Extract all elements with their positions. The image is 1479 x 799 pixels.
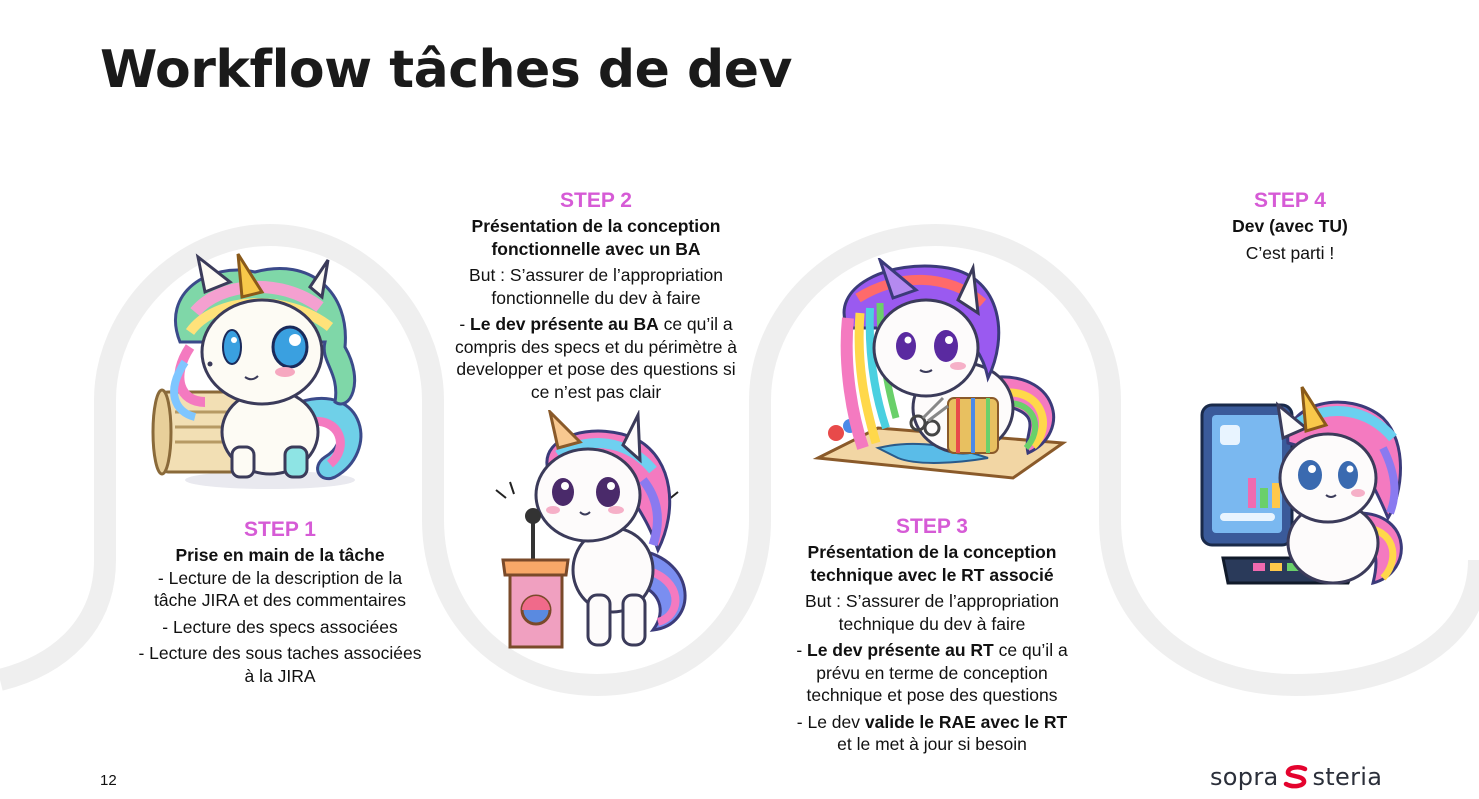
- step-2-block: STEP 2 Présentation de la conception fon…: [440, 187, 752, 403]
- step-3-bullet-rest: et le met à jour si besoin: [837, 734, 1027, 754]
- step-1-bullet: - Lecture des specs associées: [162, 616, 398, 637]
- unicorn-at-podium-icon: [495, 410, 687, 649]
- step-4-heading: Dev (avec TU): [1232, 216, 1348, 236]
- step-3-bullet-rest: ce qu’il a prévu en terme de conception …: [806, 640, 1068, 705]
- logo-left-word: sopra: [1210, 763, 1279, 791]
- step-1-bullet: - Lecture de la description de la tâche …: [154, 567, 406, 611]
- unicorn-cutting-map-icon: [812, 258, 1068, 480]
- step-2-goal: But : S’assurer de l’appropriation fonct…: [469, 265, 723, 308]
- step-3-label: STEP 3: [896, 515, 968, 538]
- step-4-label: STEP 4: [1254, 189, 1326, 212]
- step-3-bullet-bold: Le dev présente au RT: [807, 640, 994, 660]
- step-2-bullet-prefix: -: [459, 314, 471, 334]
- step-2-heading: Présentation de la conception fonctionne…: [471, 216, 721, 259]
- step-3-bullet-bold: valide le RAE avec le RT: [864, 711, 1068, 732]
- step-3-bullet-prefix: - Le dev: [796, 711, 865, 732]
- step-2-bullet: - Le dev présente au BA ce qu’il a compr…: [440, 313, 752, 403]
- step-1-bullet: - Lecture des sous taches associées à la…: [138, 643, 422, 686]
- page-number: 12: [100, 772, 117, 789]
- step-2-bullet-bold: Le dev présente au BA: [470, 314, 659, 334]
- slide-title: Workflow tâches de dev: [100, 40, 792, 100]
- step-3-goal: But : S’assurer de l’appropriation techn…: [805, 591, 1059, 634]
- logo-right-word: steria: [1312, 763, 1383, 791]
- unicorn-at-computer-icon: [1200, 386, 1403, 586]
- logo-mark-icon: [1283, 765, 1307, 789]
- step-3-bullet-prefix: -: [796, 640, 808, 660]
- unicorn-with-scroll-icon: [151, 253, 363, 489]
- sopra-steria-logo: sopra steria: [1210, 760, 1382, 794]
- step-4-text: C’est parti !: [1245, 242, 1335, 263]
- step-2-bullet-rest: ce qu’il a compris des specs et du périm…: [454, 314, 738, 402]
- step-4-block: STEP 4 Dev (avec TU) C’est parti !: [1170, 187, 1410, 264]
- step-1-heading: Prise en main de la tâche: [175, 545, 385, 565]
- step-3-block: STEP 3 Présentation de la conception tec…: [778, 513, 1086, 756]
- step-2-label: STEP 2: [560, 189, 632, 212]
- step-1-block: STEP 1 Prise en main de la tâche - Lectu…: [100, 516, 460, 687]
- step-3-heading: Présentation de la conception technique …: [807, 542, 1057, 585]
- step-3-bullet: - Le dev valide le RAE avec le RT et le …: [778, 711, 1086, 756]
- step-3-bullet: - Le dev présente au RT ce qu’il a prévu…: [778, 639, 1086, 707]
- step-1-label: STEP 1: [244, 518, 316, 541]
